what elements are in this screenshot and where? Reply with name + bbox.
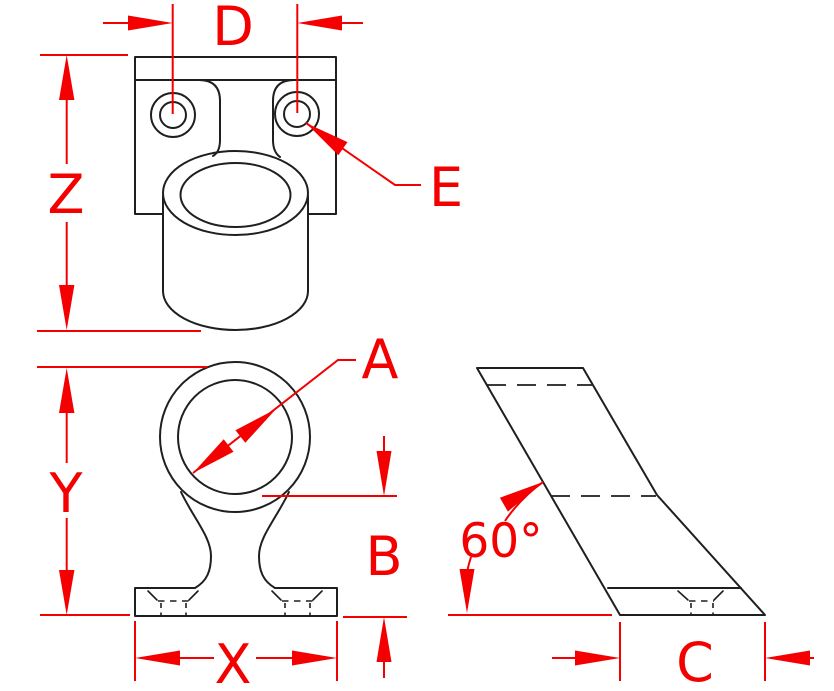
top-view-right-lobe (272, 79, 295, 158)
leader-e-label: E (429, 156, 463, 219)
dim-c-arrow-right (765, 650, 810, 666)
dim-z-arrow-down (59, 285, 75, 330)
dimension-x: X (134, 621, 338, 691)
dim-d-label: D (212, 0, 254, 58)
front-view-ring-outer (159, 361, 311, 513)
leader-a-arrow-lower (193, 439, 234, 473)
side-view (476, 367, 766, 616)
dimension-y: Y (37, 366, 207, 616)
front-view-stem-right (258, 491, 290, 589)
angle-arrow-base (459, 569, 475, 613)
dim-x-arrow-right (292, 650, 337, 666)
dimension-b: B (262, 436, 407, 678)
dimension-c: C (552, 622, 814, 691)
top-view-boss-bore (179, 162, 292, 228)
dim-c-label: C (676, 631, 714, 691)
top-view (134, 56, 337, 331)
leader-e-arrow (306, 123, 348, 156)
dim-y-label: Y (49, 462, 84, 525)
leader-a-arrow-upper (235, 409, 276, 443)
front-view (134, 361, 338, 617)
dim-b-arrow-down (376, 451, 392, 496)
dim-c-arrow-left (575, 650, 620, 666)
front-view-stem-left (180, 491, 212, 589)
dim-x-label: X (215, 633, 252, 691)
top-view-boss-outer-rim (162, 150, 309, 236)
leader-a: A (192, 328, 399, 474)
top-view-left-lobe (198, 79, 221, 157)
front-view-left-countersink-hidden (147, 590, 199, 616)
dim-d-arrow-left (128, 15, 173, 31)
dimension-z: Z (37, 54, 201, 332)
dim-b-label: B (365, 525, 402, 588)
side-view-outline (476, 367, 766, 616)
dimension-d: D (103, 0, 363, 114)
dim-b-arrow-up (376, 617, 392, 662)
top-view-plate-outline (134, 56, 337, 215)
front-view-right-countersink-hidden (271, 590, 323, 616)
front-view-base-outline (134, 587, 338, 617)
leader-e: E (305, 122, 463, 219)
angle-arrow-slant (499, 482, 543, 512)
dim-z-label: Z (48, 163, 85, 226)
dim-y-arrow-down (59, 570, 75, 615)
dim-z-arrow-up (59, 55, 75, 100)
side-view-countersink-hidden (677, 590, 724, 614)
dim-y-arrow-up (59, 368, 75, 413)
dim-x-arrow-left (135, 650, 180, 666)
top-view-cylinder-bottom-arc (162, 290, 309, 331)
leader-a-label: A (362, 328, 399, 391)
angle-label: 60° (459, 514, 542, 569)
dimension-angle-60: 60° (448, 481, 612, 616)
front-view-ring-bore (177, 379, 293, 495)
dim-d-arrow-right (297, 15, 342, 31)
